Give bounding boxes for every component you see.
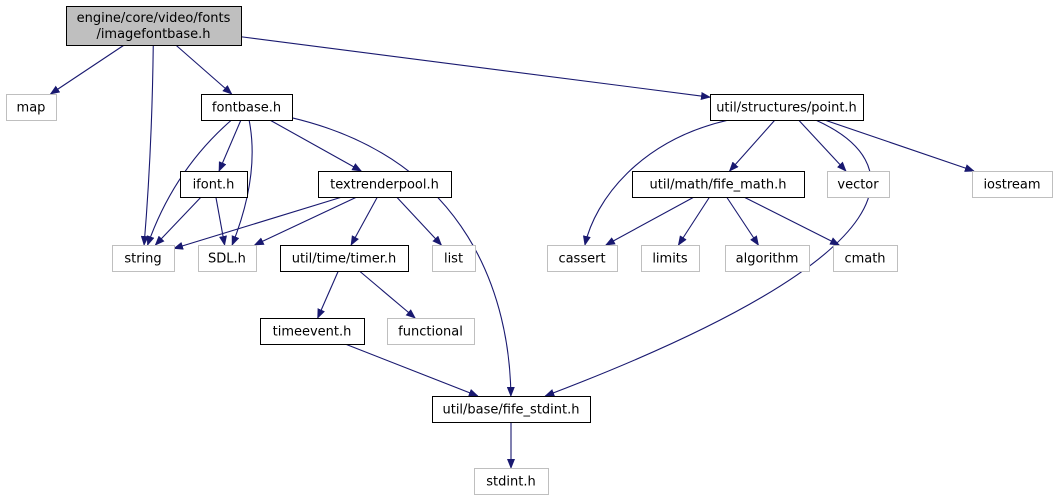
node-box xyxy=(280,245,409,272)
edge-point-to-vector xyxy=(798,119,847,172)
node-label: util/math/fife_math.h xyxy=(650,178,787,193)
node-box xyxy=(632,171,805,198)
edge-fife_math-to-cassert xyxy=(605,196,695,246)
node-label: vector xyxy=(837,178,879,193)
node-fontbase[interactable]: fontbase.h xyxy=(201,94,293,121)
edge-imagefontbase-to-string xyxy=(140,44,154,246)
node-timeevent[interactable]: timeevent.h xyxy=(260,318,365,345)
edge-fife_math-to-limits xyxy=(677,196,711,246)
node-map: map xyxy=(6,94,57,121)
node-list: list xyxy=(432,245,476,272)
node-box xyxy=(827,171,890,198)
node-imagefontbase[interactable]: engine/core/video/fonts/imagefontbase.h xyxy=(66,6,242,46)
node-label: util/time/timer.h xyxy=(292,252,397,267)
node-label: engine/core/video/fonts xyxy=(77,11,231,26)
edge-textrenderpool-to-string xyxy=(173,196,343,250)
edge-fontbase-to-textrenderpool xyxy=(269,119,363,172)
node-iostream: iostream xyxy=(972,171,1053,198)
edge-point-to-cassert xyxy=(582,119,729,246)
node-label: list xyxy=(444,252,463,267)
edge-timer-to-timeevent xyxy=(317,270,339,319)
node-limits: limits xyxy=(641,245,700,272)
edge-imagefontbase-to-point xyxy=(240,36,711,100)
node-box xyxy=(318,171,452,198)
edge-ifont-to-sdl xyxy=(215,196,227,246)
node-cmath: cmath xyxy=(833,245,898,272)
node-box xyxy=(201,94,293,121)
node-box xyxy=(432,245,476,272)
edge-imagefontbase-to-map xyxy=(49,44,125,95)
node-vector: vector xyxy=(827,171,890,198)
node-box xyxy=(387,318,475,345)
node-stdint: stdint.h xyxy=(474,468,549,495)
node-box xyxy=(833,245,898,272)
edge-fontbase-to-sdl xyxy=(231,119,253,246)
node-box xyxy=(66,6,242,46)
node-ifont[interactable]: ifont.h xyxy=(180,171,248,198)
node-label: algorithm xyxy=(736,252,799,267)
node-sdl: SDL.h xyxy=(198,245,257,272)
node-label: textrenderpool.h xyxy=(330,178,439,193)
edge-fife_math-to-cmath xyxy=(743,196,841,246)
node-fife_stdint[interactable]: util/base/fife_stdint.h xyxy=(432,396,591,423)
node-label: limits xyxy=(652,252,688,267)
node-label: SDL.h xyxy=(208,252,246,267)
node-functional: functional xyxy=(387,318,475,345)
node-label: map xyxy=(17,101,46,116)
node-fife_math[interactable]: util/math/fife_math.h xyxy=(632,171,805,198)
edge-fife_math-to-algorithm xyxy=(726,196,759,246)
node-label: timeevent.h xyxy=(273,325,352,340)
edge-fontbase-to-ifont xyxy=(218,119,242,172)
edge-fontbase-to-fife_stdint xyxy=(291,117,515,397)
node-label: ifont.h xyxy=(193,178,235,193)
node-box xyxy=(474,468,549,495)
node-label: /imagefontbase.h xyxy=(96,27,210,42)
node-textrenderpool[interactable]: textrenderpool.h xyxy=(318,171,452,198)
node-cassert: cassert xyxy=(547,245,618,272)
node-label: string xyxy=(124,252,161,267)
edge-textrenderpool-to-list xyxy=(396,196,443,246)
node-box xyxy=(725,245,810,272)
node-box xyxy=(180,171,248,198)
node-box xyxy=(710,94,864,121)
node-string: string xyxy=(112,245,175,272)
node-box xyxy=(260,318,365,345)
edge-ifont-to-string xyxy=(154,196,202,246)
node-box xyxy=(6,94,57,121)
edge-timeevent-to-fife_stdint xyxy=(344,343,479,397)
node-box xyxy=(112,245,175,272)
edge-imagefontbase-to-fontbase xyxy=(175,44,233,95)
node-label: functional xyxy=(398,325,463,340)
node-label: cassert xyxy=(558,252,605,267)
node-box xyxy=(972,171,1053,198)
node-box xyxy=(432,396,591,423)
node-box xyxy=(547,245,618,272)
node-label: fontbase.h xyxy=(212,101,281,116)
nodes-layer: engine/core/video/fonts/imagefontbase.h m… xyxy=(6,6,1053,495)
edge-point-to-iostream xyxy=(824,119,975,172)
node-label: stdint.h xyxy=(486,475,535,490)
node-point[interactable]: util/structures/point.h xyxy=(710,94,864,121)
edge-point-to-fife_stdint xyxy=(544,119,872,397)
node-label: util/base/fife_stdint.h xyxy=(442,403,579,418)
node-algorithm: algorithm xyxy=(725,245,810,272)
edge-point-to-fife_math xyxy=(728,119,776,172)
node-label: util/structures/point.h xyxy=(716,101,857,116)
node-box xyxy=(198,245,257,272)
edges-layer xyxy=(49,36,975,469)
node-label: cmath xyxy=(844,252,885,267)
node-box xyxy=(641,245,700,272)
node-timer[interactable]: util/time/timer.h xyxy=(280,245,409,272)
edge-textrenderpool-to-sdl xyxy=(253,196,358,246)
edge-timer-to-functional xyxy=(359,270,416,319)
node-label: iostream xyxy=(983,178,1040,193)
edge-textrenderpool-to-timer xyxy=(350,196,378,246)
